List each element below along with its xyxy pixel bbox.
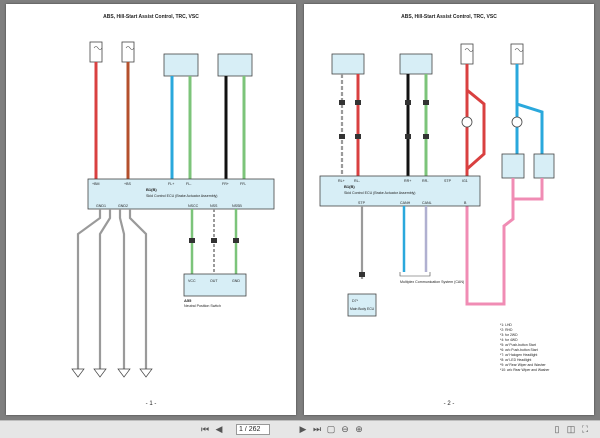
pin-bottom-4: NSS: [210, 204, 218, 208]
page-total: [268, 424, 298, 435]
pin-bottom-1: GND1: [96, 204, 106, 208]
page-number-input[interactable]: [236, 424, 270, 435]
pin-top-1: +BM: [92, 182, 100, 186]
page-2: ABS, Hill-Start Assist Control, TRC, VSC: [304, 4, 594, 415]
note-2: *2: RHD: [500, 328, 513, 332]
pin-bottom-r3: CANL: [422, 201, 432, 205]
pin-bottom-r4: B: [464, 201, 467, 205]
page-1-title: ABS, Hill-Start Assist Control, TRC, VSC: [103, 14, 199, 20]
wire-pink-2: [465, 199, 515, 306]
pin-bottom-r1: STP: [358, 201, 366, 205]
pin-top-2: +BS: [124, 182, 131, 186]
switch-name: Neutral Position Switch: [184, 304, 221, 308]
page-2-number: - 2 -: [443, 401, 455, 407]
wire-pink: [511, 178, 544, 201]
ecu-name: Skid Control ECU (Brake Actuator Assembl…: [146, 194, 218, 198]
pin-top-r2: RL-: [354, 179, 361, 183]
can-bracket: [399, 272, 431, 277]
note-9: *9: w/ Rear Wiper and Washer: [500, 363, 547, 367]
can-label: Multiplex Communication System (CAN): [400, 280, 464, 284]
main-body-ecu-box: [347, 293, 377, 317]
pin-bottom-5: NSSB: [232, 204, 242, 208]
ecu-id-2: B1(B): [344, 184, 355, 189]
pin-top-r1: RL+: [338, 179, 345, 183]
pin-top-5: FR+: [222, 182, 229, 186]
note-6: *6: w/o Push-button Start: [500, 348, 538, 352]
fuse-3: [460, 43, 474, 65]
ground-wires: [76, 209, 148, 369]
pin-top-r6: IG1: [462, 179, 468, 183]
note-7: *7: w/ Halogen Headlight: [500, 353, 537, 357]
fuse-1: [89, 41, 103, 63]
page-1: ABS, Hill-Start Assist Control, TRC, VSC: [6, 4, 296, 415]
page-2-title: ABS, Hill-Start Assist Control, TRC, VSC: [401, 14, 497, 20]
neutral-position-switch: [183, 273, 247, 297]
fit-page-icon[interactable]: ▢: [326, 424, 336, 434]
main-body-ecu-name: Main Body ECU: [350, 307, 375, 311]
speed-sensor-rear-left: [331, 53, 365, 75]
fuse-4: [510, 43, 524, 65]
pin-top-6: FR-: [240, 182, 247, 186]
ecu-name-2: Skid Control ECU (Brake Actuator Assembl…: [344, 191, 416, 195]
wiring-diagram-page-1: B1(B) Skid Control ECU (Brake Actuator A…: [71, 41, 275, 378]
pin-top-r3: RR+: [404, 179, 411, 183]
note-10: *10: w/o Rear Wiper and Washer: [500, 368, 550, 372]
fullscreen-icon[interactable]: ⛶: [581, 424, 589, 434]
connector-stp: [359, 272, 365, 277]
switch-pin-3: GND: [232, 279, 240, 283]
single-page-icon[interactable]: ▯: [554, 424, 560, 434]
skid-control-ecu: [87, 178, 275, 210]
last-page-icon[interactable]: ⏭: [312, 424, 322, 434]
note-1: *1: LHD: [500, 323, 512, 327]
prev-page-icon[interactable]: ◀: [215, 424, 223, 434]
connector-blocks-top: [339, 100, 429, 139]
stop-light-switch-2: [533, 153, 555, 179]
wire-blue-stop: [515, 64, 544, 154]
footnotes: *1: LHD *2: RHD *3: for 2WD *4: for 4WD …: [500, 323, 550, 372]
zoom-in-icon[interactable]: ⊕: [355, 424, 363, 434]
two-page-icon[interactable]: ◫: [566, 424, 576, 434]
speed-sensor-front-left: [163, 53, 199, 77]
page-1-number: - 1 -: [145, 401, 157, 407]
stop-light-switch: [501, 153, 525, 179]
note-4: *4: for 4WD: [500, 338, 518, 342]
wiring-diagram-page-2: B1(B) Skid Control ECU (Brake Actuator A…: [319, 43, 555, 372]
skid-control-ecu-2: [319, 175, 481, 207]
pin-top-r5: STP: [444, 179, 452, 183]
pin-top-3: FL+: [168, 182, 174, 186]
switch-pin-2: OUT: [210, 279, 218, 283]
next-page-icon[interactable]: ▶: [299, 424, 307, 434]
junction-circle-2: [511, 116, 523, 128]
speed-sensor-front-right: [217, 53, 253, 77]
ground-symbols: [71, 368, 153, 378]
note-3: *3: for 2WD: [500, 333, 518, 337]
switch-id: A55: [184, 298, 192, 303]
speed-sensor-rear-right: [399, 53, 433, 75]
note-5: *5: w/ Push-button Start: [500, 343, 536, 347]
fuse-2: [121, 41, 135, 63]
pin-bottom-r2: CANH: [400, 201, 411, 205]
document-viewer: ABS, Hill-Start Assist Control, TRC, VSC: [6, 4, 594, 415]
connector-blocks: [189, 238, 239, 243]
main-body-ecu-id: D7*: [352, 299, 359, 303]
pin-top-4: FL-: [186, 182, 192, 186]
note-8: *8: w/ LED Headlight: [500, 358, 531, 362]
pin-bottom-3: NSCC: [188, 204, 199, 208]
switch-pin-1: VCC: [188, 279, 196, 283]
pin-bottom-2: GND2: [118, 204, 128, 208]
viewer-toolbar: ⏮ ◀ ▶ ⏭ ▢ ⊖ ⊕ ▯ ◫ ⛶: [0, 420, 600, 438]
first-page-icon[interactable]: ⏮: [200, 424, 210, 434]
ecu-id: B1(B): [146, 187, 157, 192]
zoom-out-icon[interactable]: ⊖: [341, 424, 349, 434]
pin-top-r4: RR-: [422, 179, 429, 183]
junction-circle: [461, 116, 473, 128]
